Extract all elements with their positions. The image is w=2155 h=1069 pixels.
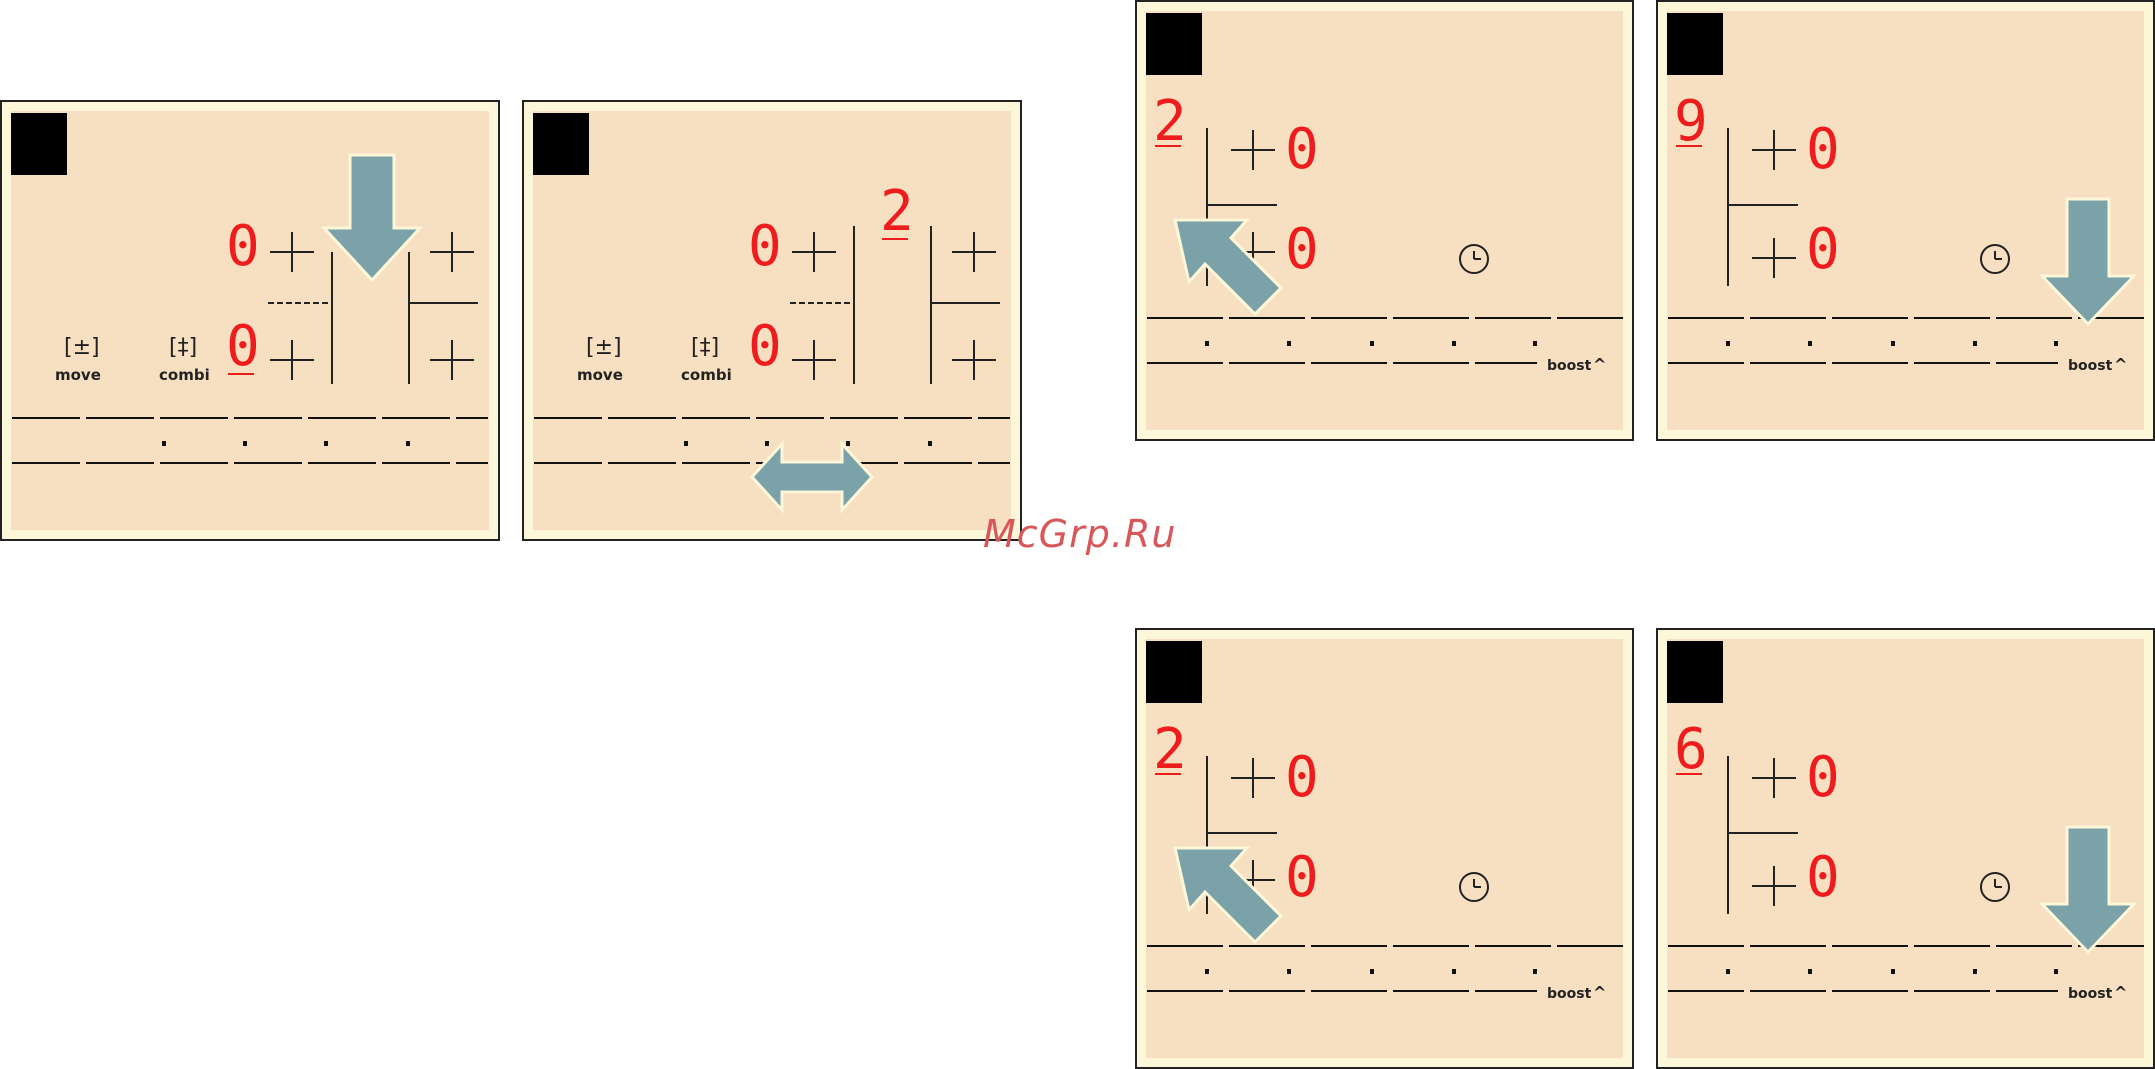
zone-digit-bottom: 0 (1285, 217, 1319, 282)
svg-text:[‡]: [‡] (691, 335, 719, 360)
zone-digit-bottom: 0 (748, 314, 782, 379)
panel-3-svg: 2 0 0 boost ^ (1137, 2, 1632, 439)
panel-indicator-square (1667, 641, 1723, 703)
zone-digit-right: 2 (880, 179, 914, 244)
boost-label: boost (1547, 986, 1592, 1002)
zone-digit-top: 0 (748, 214, 782, 279)
zone-digit-left: 2 (1153, 717, 1187, 782)
svg-text:[±]: [±] (586, 335, 622, 360)
zone-digit-top: 0 (1285, 117, 1319, 182)
zone-digit-bottom: 0 (1285, 845, 1319, 910)
panel-2-svg: 0 0 2 [±] move [‡] combi (524, 102, 1020, 539)
boost-label: boost (2068, 358, 2113, 374)
svg-text:[±]: [±] (64, 335, 100, 360)
svg-text:^: ^ (2114, 983, 2127, 1002)
move-label: move (577, 366, 623, 384)
boost-button[interactable]: boost ^ (1547, 355, 1606, 374)
boost-button[interactable]: boost ^ (1547, 983, 1606, 1002)
zone-digit-top: 0 (1806, 117, 1840, 182)
boost-label: boost (2068, 986, 2113, 1002)
control-panel-1: 0 0 [±] move [‡] combi (0, 100, 500, 541)
panel-indicator-square (1667, 13, 1723, 75)
boost-button[interactable]: boost ^ (2068, 355, 2127, 374)
watermark: McGrp.Ru (983, 512, 1176, 556)
zone-digit-left: 2 (1153, 89, 1187, 154)
svg-text:^: ^ (1593, 355, 1606, 374)
combi-label: combi (681, 366, 732, 384)
panel-indicator-square (533, 113, 589, 175)
zone-digit-bottom: 0 (226, 314, 260, 379)
control-panel-2: 0 0 2 [±] move [‡] combi (522, 100, 1022, 541)
svg-text:^: ^ (1593, 983, 1606, 1002)
zone-digit-bottom: 0 (1806, 845, 1840, 910)
zone-digit-bottom: 0 (1806, 217, 1840, 282)
zone-digit-top: 0 (1285, 745, 1319, 810)
panel-indicator-square (1146, 641, 1202, 703)
panel-1-svg: 0 0 [±] move [‡] combi (2, 102, 498, 539)
zone-digit-top: 0 (226, 214, 260, 279)
control-panel-4: 9 0 0 boost ^ (1656, 0, 2155, 441)
control-panel-5: 2 0 0 boost ^ (1135, 628, 1634, 1069)
boost-label: boost (1547, 358, 1592, 374)
zone-digit-left: 6 (1674, 717, 1708, 782)
control-panel-6: 6 0 0 boost ^ (1656, 628, 2155, 1069)
panel-4-svg: 9 0 0 boost ^ (1658, 2, 2153, 439)
panel-5-svg: 2 0 0 boost ^ (1137, 630, 1632, 1067)
panel-6-svg: 6 0 0 boost ^ (1658, 630, 2153, 1067)
svg-text:[‡]: [‡] (169, 335, 197, 360)
panel-indicator-square (11, 113, 67, 175)
svg-text:^: ^ (2114, 355, 2127, 374)
zone-digit-left: 9 (1674, 89, 1708, 154)
combi-label: combi (159, 366, 210, 384)
boost-button[interactable]: boost ^ (2068, 983, 2127, 1002)
panel-indicator-square (1146, 13, 1202, 75)
control-panel-3: 2 0 0 boost ^ (1135, 0, 1634, 441)
zone-digit-top: 0 (1806, 745, 1840, 810)
move-label: move (55, 366, 101, 384)
